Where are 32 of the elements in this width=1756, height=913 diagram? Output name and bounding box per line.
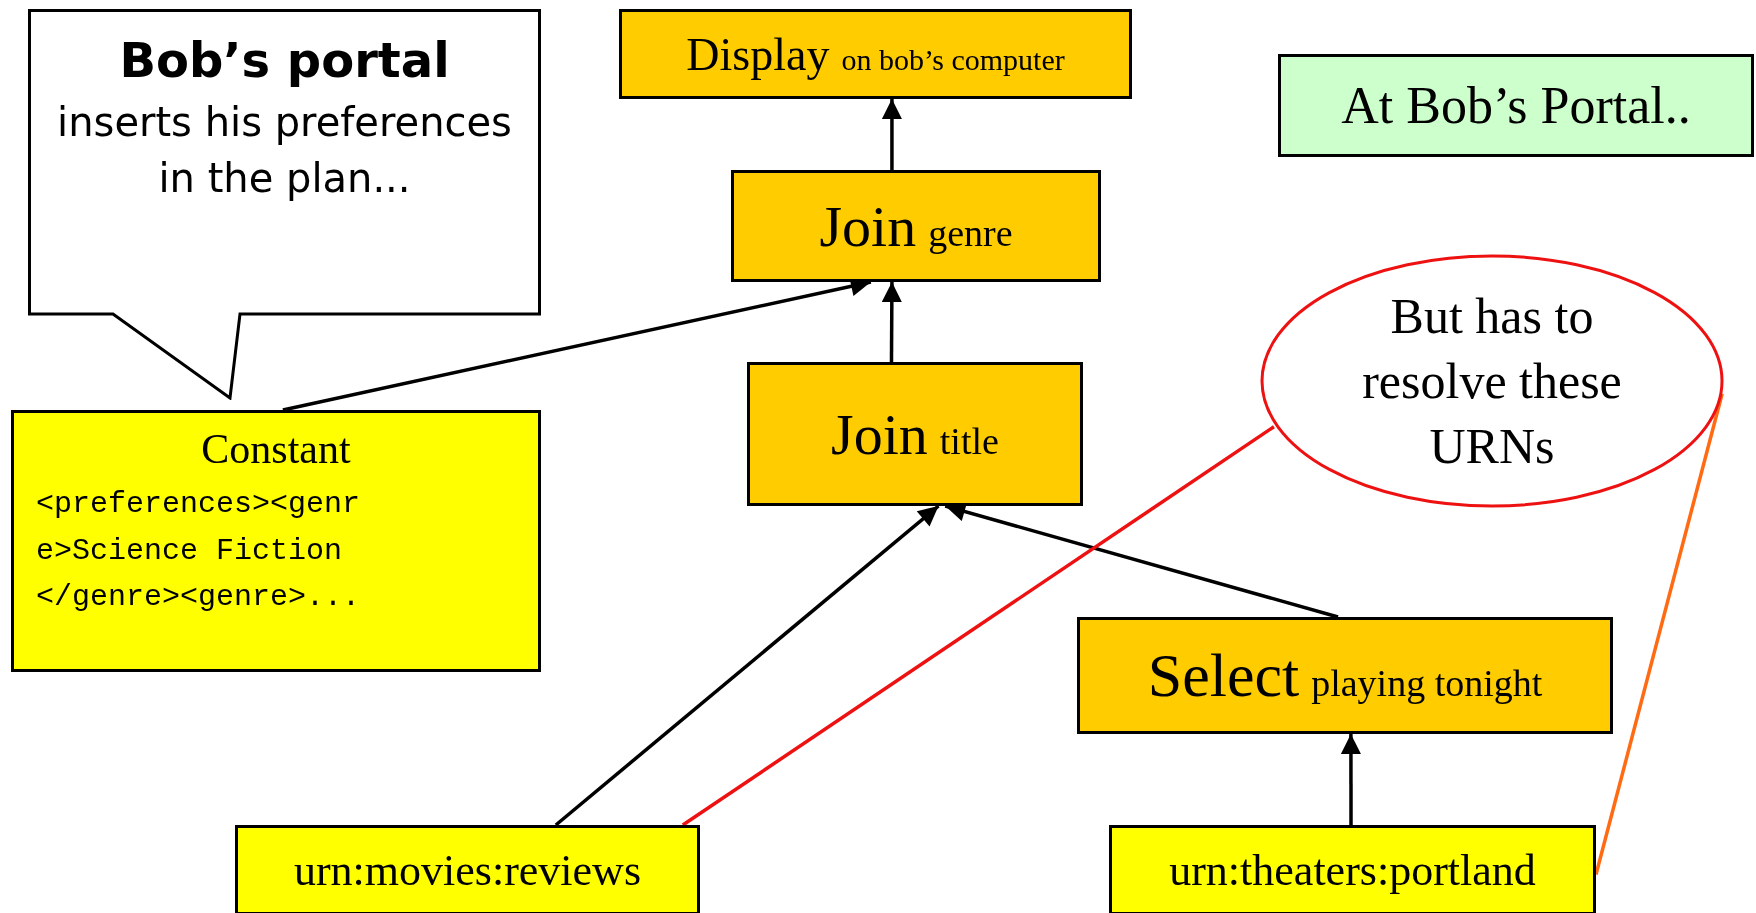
operator-argument: on bob’s computer: [841, 42, 1065, 77]
source-box: [235, 825, 700, 913]
operator-box: [747, 362, 1083, 506]
operator-argument: title: [939, 418, 999, 463]
bubble-heading: Bob’s portal: [119, 31, 450, 90]
connector-line: [681, 425, 1275, 827]
source-box: [1109, 825, 1596, 913]
box-title: Constant: [201, 425, 351, 473]
callout-text: But has to resolve these URNs: [1361, 286, 1623, 476]
operator-name: Display: [686, 27, 830, 81]
operator-name: Select: [1147, 640, 1300, 711]
bubble-text: inserts his preferences in the plan...: [56, 98, 513, 204]
source-name: urn:movies:reviews: [293, 844, 641, 896]
arrow: [1340, 734, 1361, 825]
operator-name: Join: [831, 400, 928, 468]
callout-ellipse: [1260, 254, 1724, 508]
code-text: <preferences><genre>Science Fiction </genre><genre>...: [36, 486, 362, 616]
note-box: [1278, 54, 1754, 157]
speech-bubble: [28, 9, 541, 400]
arrow: [881, 99, 902, 170]
connector-line: [1594, 393, 1724, 875]
operator-box: [619, 9, 1132, 99]
operator-name: Join: [819, 192, 917, 260]
operator-argument: genre: [928, 210, 1013, 255]
arrow: [881, 282, 902, 362]
operator-box: [731, 170, 1101, 282]
operator-box: [1077, 617, 1613, 734]
arrow: [554, 504, 940, 827]
constant-box: [11, 410, 541, 672]
source-name: urn:theaters:portland: [1169, 844, 1536, 896]
operator-argument: playing tonight: [1311, 661, 1543, 705]
note-text: At Bob’s Portal..: [1341, 76, 1691, 135]
